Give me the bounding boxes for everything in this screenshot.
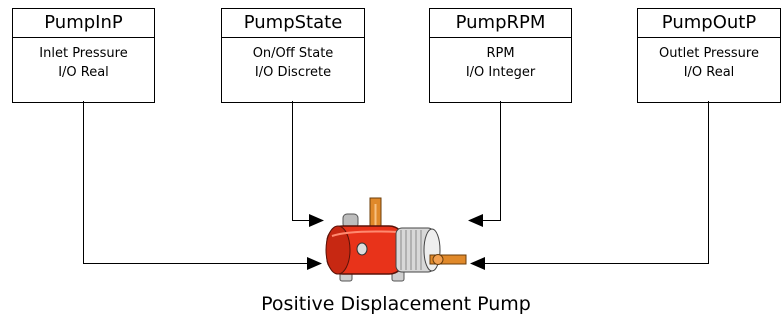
tag-type-line: I/O Real [683, 65, 735, 80]
tag-description: Outlet Pressure I/O Real [638, 38, 780, 102]
tag-description-line: On/Off State [252, 46, 334, 61]
connector-line-outlet [484, 101, 709, 264]
connector-line-state [292, 101, 310, 221]
arrow-inlet [307, 257, 322, 270]
arrow-rpm [468, 214, 483, 227]
tag-type-line: I/O Real [58, 65, 109, 80]
tag-name: PumpInP [13, 9, 154, 38]
tag-description-line: Outlet Pressure [659, 46, 759, 61]
pump-caption: Positive Displacement Pump [261, 293, 531, 315]
tag-name: PumpRPM [430, 9, 571, 38]
tag-description: On/Off State I/O Discrete [222, 38, 364, 102]
tag-name: PumpOutP [638, 9, 780, 38]
connector-line-inlet [83, 101, 308, 264]
tag-type-line: I/O Discrete [254, 65, 332, 80]
tag-name: PumpState [222, 9, 364, 38]
tag-box-pumpinp: PumpInP Inlet Pressure I/O Real [12, 8, 155, 103]
connector-line-rpm [482, 101, 501, 221]
positive-displacement-pump-icon [325, 197, 467, 282]
tag-description-line: Inlet Pressure [39, 46, 128, 61]
tag-type-line: I/O Integer [465, 65, 536, 80]
tag-box-pumprpm: PumpRPM RPM I/O Integer [429, 8, 572, 103]
arrow-outlet [470, 257, 485, 270]
tag-box-pumpoutp: PumpOutP Outlet Pressure I/O Real [637, 8, 781, 103]
tag-description: RPM I/O Integer [430, 38, 571, 102]
arrow-state [309, 214, 324, 227]
tag-description: Inlet Pressure I/O Real [13, 38, 154, 102]
tag-description-line: RPM [486, 46, 515, 61]
